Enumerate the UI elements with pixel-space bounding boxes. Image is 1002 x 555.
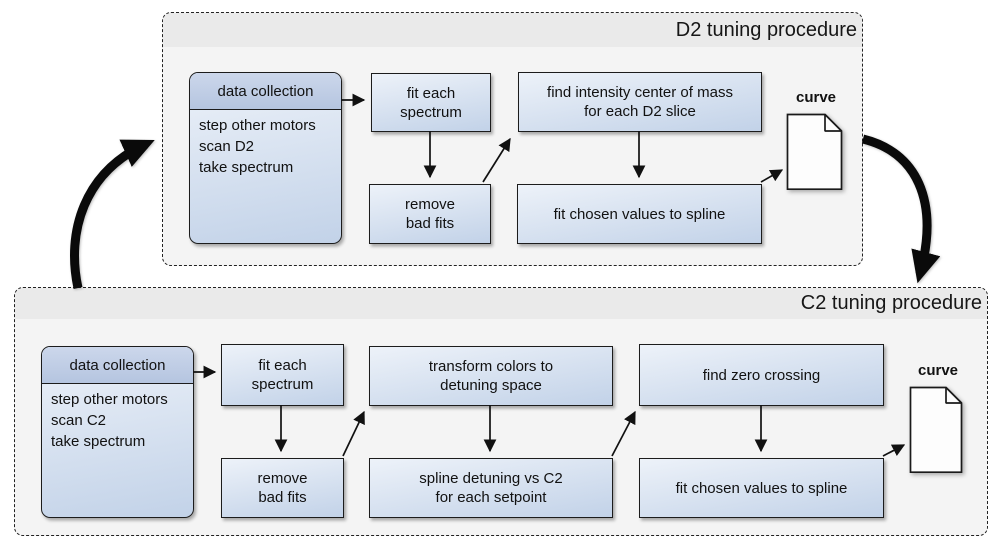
d2-node-fit-each-spectrum: fit each spectrum [371,73,491,132]
d2-curve-label: curve [795,89,837,106]
d2-node-find-center-of-mass: find intensity center of mass for each D… [518,72,762,132]
d2-node-fit-values-to-spline: fit chosen values to spline [517,184,762,244]
d2-panel-title: D2 tuning procedure [675,19,857,41]
c2-curve-label: curve [917,362,959,379]
d2-title-band: D2 tuning procedure [163,13,862,47]
panel-c2-tuning: C2 tuning procedure data collection step… [14,287,988,536]
c2-node-remove-bad-fits: remove bad fits [221,458,344,518]
c2-node-find-zero-crossing: find zero crossing [639,344,884,406]
c2-panel-title: C2 tuning procedure [800,292,982,314]
c2-title-band: C2 tuning procedure [15,288,987,319]
d2-node-data-collection: data collection step other motors scan D… [189,72,342,244]
d2-curve-document-icon [786,113,843,191]
c2-node-transform-colors: transform colors to detuning space [369,346,613,406]
d2-node-remove-bad-fits: remove bad fits [369,184,491,244]
loop-arrow-d2-to-c2 [861,134,941,284]
c2-data-collection-body: step other motors scan C2 take spectrum [51,391,168,450]
d2-data-collection-header: data collection [190,73,341,110]
c2-node-fit-each-spectrum: fit each spectrum [221,344,344,406]
c2-node-spline-detuning: spline detuning vs C2 for each setpoint [369,458,613,518]
loop-arrow-c2-to-d2 [70,139,155,289]
c2-node-data-collection: data collection step other motors scan C… [41,346,194,518]
d2-data-collection-body: step other motors scan D2 take spectrum [199,117,316,176]
c2-curve-document-icon [909,386,963,474]
c2-data-collection-header: data collection [42,347,193,384]
c2-node-fit-values-to-spline: fit chosen values to spline [639,458,884,518]
panel-d2-tuning: D2 tuning procedure data collection step… [162,12,863,266]
